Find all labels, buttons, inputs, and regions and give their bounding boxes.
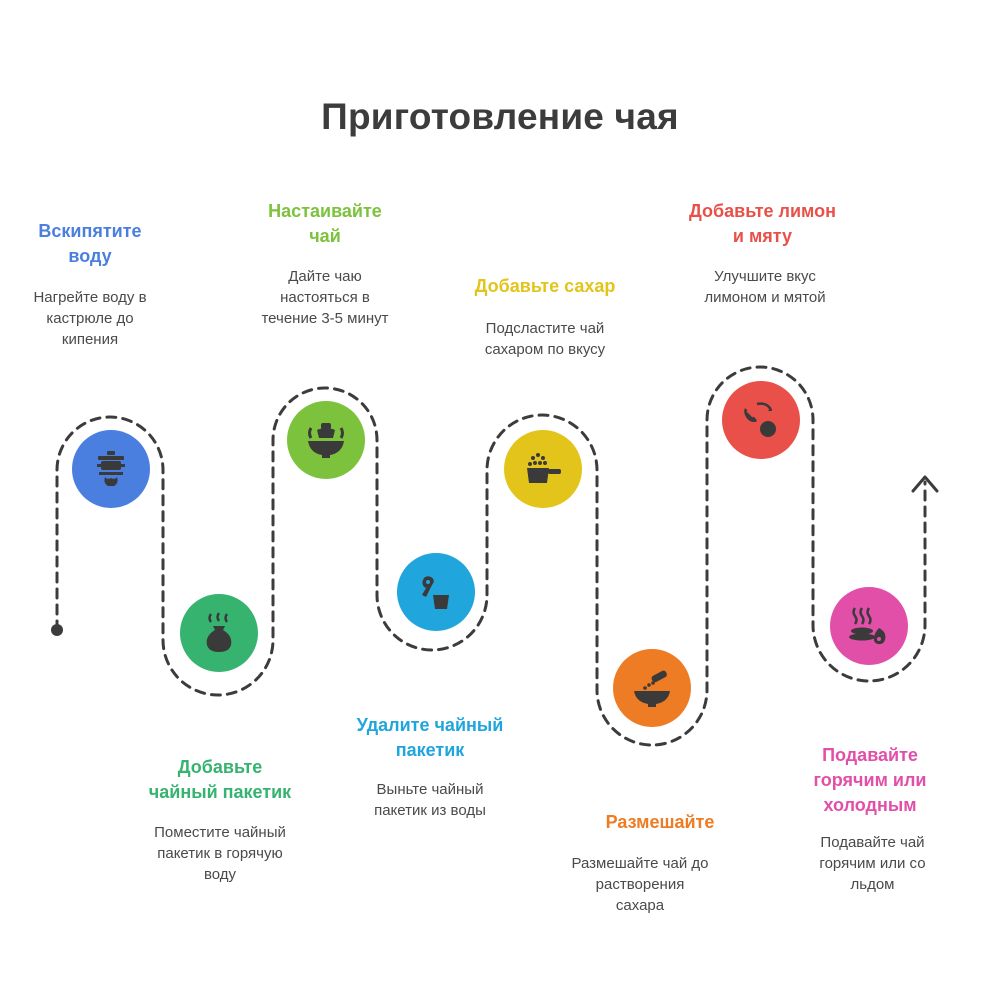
tea-bag-icon — [206, 612, 232, 652]
step-teabag-circle — [180, 594, 258, 672]
step-stir-title: Размешайте — [605, 812, 715, 832]
step-sugar-title: Добавьте сахар — [474, 276, 616, 296]
step-sugar-circle — [504, 430, 582, 508]
step-stir-circle — [613, 649, 691, 727]
step-serve-circle — [830, 587, 908, 665]
remove-bag-cup-icon — [422, 576, 449, 609]
sugar-scoop-icon — [527, 453, 561, 483]
step-boil-circle — [72, 430, 150, 508]
step-steep-circle — [287, 401, 365, 479]
lemon-mint-icon — [744, 402, 776, 437]
step-remove-circle — [397, 553, 475, 631]
hot-cold-serve-icon — [849, 607, 886, 645]
step-lemon-circle — [722, 381, 800, 459]
stove-pot-icon — [97, 451, 125, 486]
steaming-bowl-icon — [308, 423, 344, 458]
stir-bowl-icon — [634, 670, 670, 707]
page-title: Приготовление чая — [321, 96, 679, 137]
